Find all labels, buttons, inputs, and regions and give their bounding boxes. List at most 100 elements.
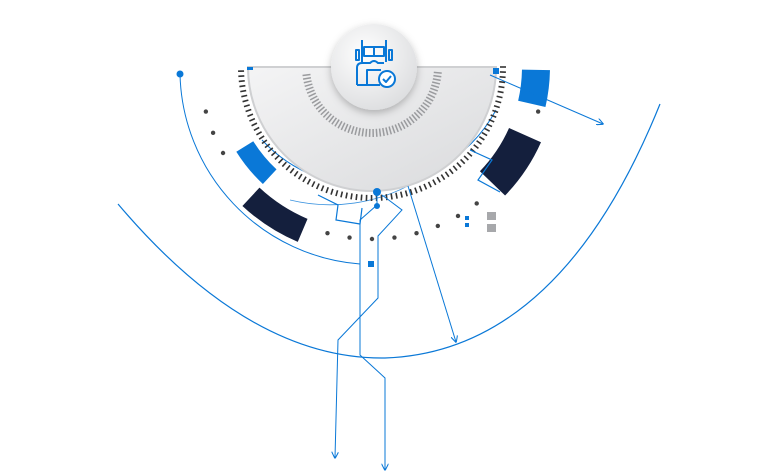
ring-dot bbox=[220, 150, 226, 156]
tick bbox=[253, 126, 260, 132]
tick bbox=[444, 171, 450, 178]
tick bbox=[315, 183, 320, 190]
tick bbox=[320, 108, 328, 116]
tick bbox=[488, 118, 495, 123]
ring-dot bbox=[474, 201, 479, 206]
connector-line-left-down bbox=[335, 194, 403, 458]
tick bbox=[382, 127, 385, 137]
tick bbox=[239, 84, 246, 88]
ring-dot bbox=[455, 213, 461, 219]
tick bbox=[297, 173, 303, 180]
tick bbox=[432, 179, 437, 186]
blue-segment-right bbox=[518, 69, 550, 108]
tick bbox=[400, 121, 406, 130]
tick bbox=[256, 131, 263, 136]
tick bbox=[240, 89, 247, 93]
tick bbox=[436, 176, 441, 183]
tick bbox=[261, 139, 268, 145]
tick bbox=[305, 86, 314, 91]
ring-dot bbox=[369, 236, 375, 242]
ring-dot bbox=[203, 109, 209, 114]
tick bbox=[395, 192, 398, 199]
tick bbox=[258, 135, 265, 140]
ring-dot bbox=[210, 130, 216, 136]
tick bbox=[430, 87, 439, 92]
tick bbox=[427, 93, 436, 99]
tick bbox=[394, 124, 399, 133]
ring-dot bbox=[325, 230, 330, 236]
tick bbox=[408, 116, 415, 124]
tick bbox=[335, 190, 339, 197]
tick bbox=[411, 114, 418, 122]
tick bbox=[486, 123, 493, 128]
tick bbox=[354, 126, 358, 136]
tick bbox=[334, 119, 340, 127]
tick bbox=[325, 113, 332, 121]
tick bbox=[424, 99, 432, 105]
tick bbox=[498, 85, 505, 89]
tick bbox=[311, 181, 316, 188]
ring-dot bbox=[535, 109, 541, 114]
tick bbox=[418, 185, 423, 192]
tick bbox=[241, 94, 248, 98]
tick bbox=[320, 185, 325, 192]
ring-dot bbox=[435, 223, 441, 229]
bracket-left bbox=[317, 194, 363, 225]
tick bbox=[499, 80, 506, 84]
tick bbox=[416, 109, 423, 117]
tick bbox=[238, 80, 245, 83]
tick bbox=[331, 117, 338, 125]
tick bbox=[302, 176, 307, 183]
tick bbox=[365, 128, 368, 137]
tick bbox=[249, 117, 256, 122]
tick bbox=[306, 89, 315, 94]
tick bbox=[317, 106, 325, 113]
legend-square-gray bbox=[487, 212, 496, 220]
tick bbox=[496, 95, 503, 99]
tick bbox=[456, 162, 462, 168]
tick bbox=[355, 194, 358, 201]
tick bbox=[264, 143, 271, 149]
arc-node-square bbox=[368, 261, 374, 267]
marker-square bbox=[247, 67, 253, 70]
tick bbox=[463, 155, 469, 161]
tick bbox=[285, 164, 291, 171]
tick bbox=[422, 101, 430, 108]
tick bbox=[302, 77, 312, 80]
tick bbox=[350, 193, 353, 200]
tick bbox=[431, 84, 440, 89]
tick bbox=[492, 109, 499, 114]
tick bbox=[452, 165, 458, 172]
tick bbox=[431, 81, 441, 85]
tick bbox=[243, 104, 250, 108]
bracket-right bbox=[469, 149, 501, 193]
tick bbox=[388, 126, 393, 135]
tick bbox=[375, 128, 378, 137]
tick bbox=[404, 190, 408, 197]
tick bbox=[466, 151, 473, 157]
tick bbox=[448, 168, 454, 175]
tick bbox=[350, 126, 355, 135]
tick bbox=[322, 111, 330, 118]
tick bbox=[473, 144, 479, 150]
tick bbox=[302, 73, 311, 77]
arc-node-dot bbox=[176, 70, 184, 78]
tick bbox=[378, 128, 382, 137]
tick bbox=[274, 154, 280, 160]
tick bbox=[413, 111, 421, 119]
arrow-diagonal bbox=[407, 185, 456, 342]
tick bbox=[495, 100, 502, 104]
tick bbox=[423, 183, 428, 190]
legend-square-gray bbox=[487, 224, 496, 232]
tick bbox=[427, 181, 432, 188]
tick bbox=[481, 131, 488, 137]
tick bbox=[343, 123, 349, 132]
tick bbox=[347, 125, 352, 134]
tick bbox=[304, 83, 313, 88]
tick bbox=[428, 90, 437, 96]
tick bbox=[315, 103, 323, 110]
tick bbox=[303, 80, 312, 84]
tick bbox=[251, 122, 258, 127]
tick bbox=[391, 125, 396, 134]
